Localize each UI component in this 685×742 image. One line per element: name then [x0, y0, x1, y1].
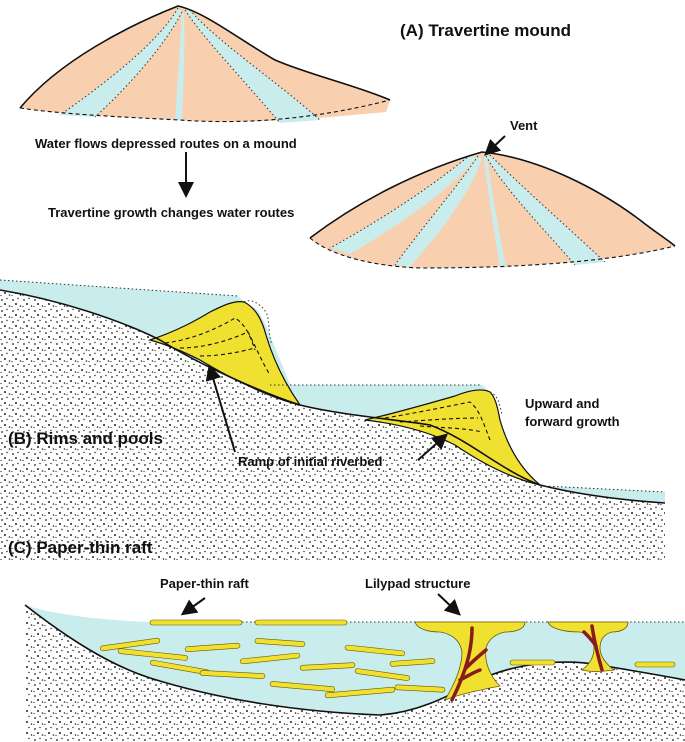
raft-fragment: [344, 644, 406, 657]
raft-fragment: [354, 668, 410, 681]
ramp-arrow-1: [205, 364, 236, 453]
sunken-rafts: [100, 637, 676, 699]
water-route-3: [175, 12, 185, 120]
pool-water: [25, 605, 685, 715]
flow-label: Water flows depressed routes on a mound: [35, 136, 297, 151]
ramp-arrow-2: [417, 433, 448, 461]
upward-growth-label-2: forward growth: [525, 414, 620, 429]
lilypad-label: Lilypad structure: [365, 576, 470, 591]
riverbed-sediment: [0, 290, 665, 560]
panel-a: (A) Travertine mound Water flows depress…: [19, 5, 676, 269]
panel-b-title: (B) Rims and pools: [8, 429, 163, 448]
panel-c: (C) Paper-thin raft Paper-thin raft Lily…: [8, 538, 685, 742]
mound-2: [309, 151, 676, 269]
upward-growth-label-1: Upward and: [525, 396, 599, 411]
raft-fragment: [509, 659, 556, 666]
lilypad-structure-1: [414, 621, 526, 702]
lower-pool-water: [270, 385, 665, 503]
panel-c-title: (C) Paper-thin raft: [8, 538, 153, 557]
lilypad-arrow: [437, 593, 461, 616]
surface-raft-2: [254, 619, 348, 626]
raft-arrow: [180, 597, 206, 616]
panel-b: (B) Rims and pools Upward and forward gr…: [0, 279, 666, 560]
raft-fragment: [117, 648, 189, 661]
vent-arrow: [484, 135, 506, 156]
water-route-4: [330, 155, 476, 254]
lilypad-branch: [582, 624, 604, 672]
raft-fragment: [254, 638, 306, 647]
lilypad-structure-2: [547, 621, 629, 672]
lilypad-branch: [450, 626, 488, 702]
growth-label: Travertine growth changes water routes: [48, 205, 294, 220]
water-route-7: [484, 157, 506, 268]
raft-fragment: [634, 661, 676, 668]
surface-raft: [149, 619, 243, 626]
panel-a-title: (A) Travertine mound: [400, 21, 571, 40]
raft-fragment: [269, 681, 336, 692]
pool-floor-sediment: [25, 605, 685, 742]
raft-fragment: [389, 658, 436, 667]
raft-fragment: [324, 686, 396, 699]
ramp-label: Ramp of initial riverbed: [238, 454, 383, 469]
water-route-6: [486, 155, 605, 265]
raft-fragment: [184, 642, 241, 653]
raft-label: Paper-thin raft: [160, 576, 250, 591]
vent-label: Vent: [510, 118, 538, 133]
raft-fragment: [199, 670, 266, 679]
raft-fragment: [394, 684, 446, 693]
mound-1: [19, 5, 391, 124]
water-route-5: [395, 156, 482, 267]
upper-rim: [147, 301, 302, 406]
raft-fragment: [299, 662, 356, 671]
raft-fragment: [100, 637, 161, 652]
raft-fragment: [239, 652, 301, 665]
